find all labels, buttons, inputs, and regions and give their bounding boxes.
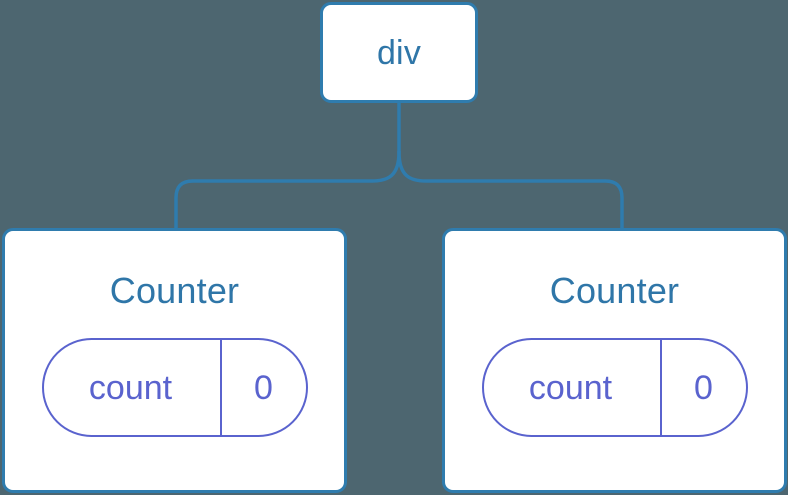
connector-to-right-child bbox=[397, 150, 624, 230]
node-div-label: div bbox=[376, 33, 422, 72]
state-key-left: count bbox=[44, 340, 222, 435]
node-counter-right-title: Counter bbox=[549, 270, 680, 311]
connector-to-left-child bbox=[174, 150, 401, 230]
node-counter-left-title: Counter bbox=[109, 270, 240, 311]
state-key-right: count bbox=[484, 340, 662, 435]
node-counter-left[interactable]: Counter count 0 bbox=[2, 228, 347, 493]
state-pill-right[interactable]: count 0 bbox=[481, 338, 748, 437]
state-value-left: 0 bbox=[254, 368, 273, 407]
node-counter-right[interactable]: Counter count 0 bbox=[442, 228, 787, 493]
state-value-right: 0 bbox=[694, 368, 713, 407]
state-pill-left[interactable]: count 0 bbox=[41, 338, 308, 437]
node-div[interactable]: div bbox=[320, 2, 478, 103]
